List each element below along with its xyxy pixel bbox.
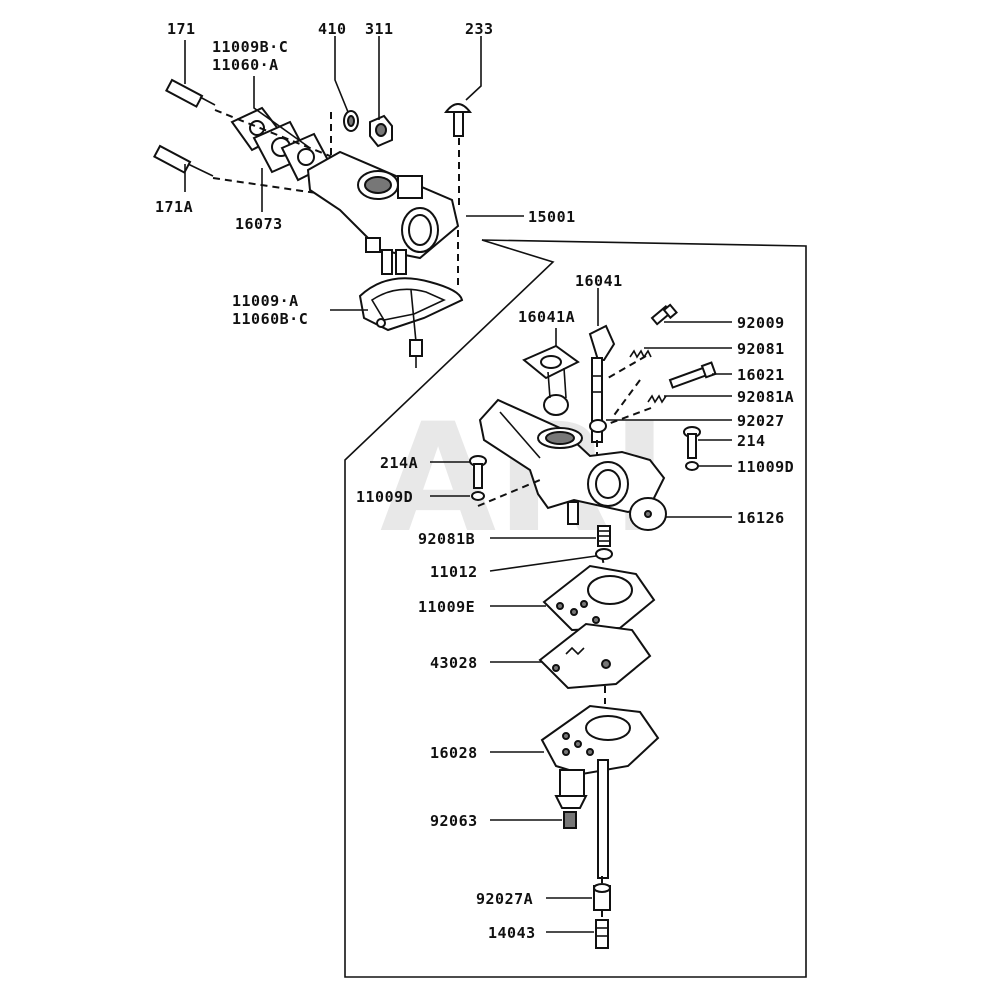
spring-92081A [647,394,667,404]
callout-92081: 92081 [737,340,785,358]
callout-14043: 14043 [488,924,536,942]
callout-16073: 16073 [235,215,283,233]
callout-11009BC: 11009B·C [212,38,288,56]
leader-lines [184,36,732,933]
screw-214 [683,426,701,471]
callout-11009A: 11009·A [232,292,299,310]
callout-11009E: 11009E [418,598,475,616]
screw-92009 [650,303,678,326]
callout-410: 410 [318,20,347,38]
main-body [478,398,666,525]
upper-assembly [153,78,473,368]
choke-shaft-16041 [588,324,616,443]
cover-16028 [540,704,660,879]
gasket-11009E [542,564,656,632]
callout-92027A: 92027A [476,890,533,908]
callout-16021: 16021 [737,366,785,384]
callout-92081A: 92081A [737,388,794,406]
screw-214A [469,455,487,501]
lower-assembly [469,303,717,949]
callout-11012: 11012 [430,563,478,581]
callout-92063: 92063 [430,812,478,830]
callout-16126: 16126 [737,509,785,527]
screw-233 [443,103,473,137]
spring-92081 [629,349,652,359]
choke-plate-16041A [522,344,580,416]
callout-92081B: 92081B [418,530,475,548]
callout-311: 311 [365,20,394,38]
gasket-11009A [358,277,464,332]
callout-16028: 16028 [430,744,478,762]
callout-214: 214 [737,432,766,450]
callout-233: 233 [465,20,494,38]
screw-92063 [563,811,577,829]
spring-92027 [589,419,607,433]
needle [409,289,423,368]
callout-11009D-right: 11009D [737,458,794,476]
callout-16041: 16041 [575,272,623,290]
cover-16126 [629,497,667,531]
carburetor-body-15001 [306,150,460,275]
spring-92027A [593,883,611,911]
callout-11009D-left: 11009D [356,488,413,506]
callout-171A: 171A [155,198,193,216]
callout-labels: 171 171A 11009B·C 11060·A 16073 410 311 … [155,20,794,942]
callout-43028: 43028 [430,654,478,672]
oring-11012 [595,548,613,560]
washer-410 [343,110,359,132]
callout-92027: 92027 [737,412,785,430]
callout-92009: 92009 [737,314,785,332]
callout-11060A: 11060·A [212,56,279,74]
diaphragm-43028 [538,622,652,690]
callout-16041A: 16041A [518,308,575,326]
callout-11060BC: 11060B·C [232,310,308,328]
nut-311 [369,114,393,148]
stud-171 [165,78,216,108]
callout-171: 171 [167,20,196,38]
screw-16021 [668,361,717,389]
spring-92081B [597,525,611,547]
callout-214A: 214A [380,454,418,472]
valve-14043 [595,919,609,949]
stud-171A [153,144,214,177]
subassembly-frame [344,239,807,978]
callout-15001: 15001 [528,208,576,226]
